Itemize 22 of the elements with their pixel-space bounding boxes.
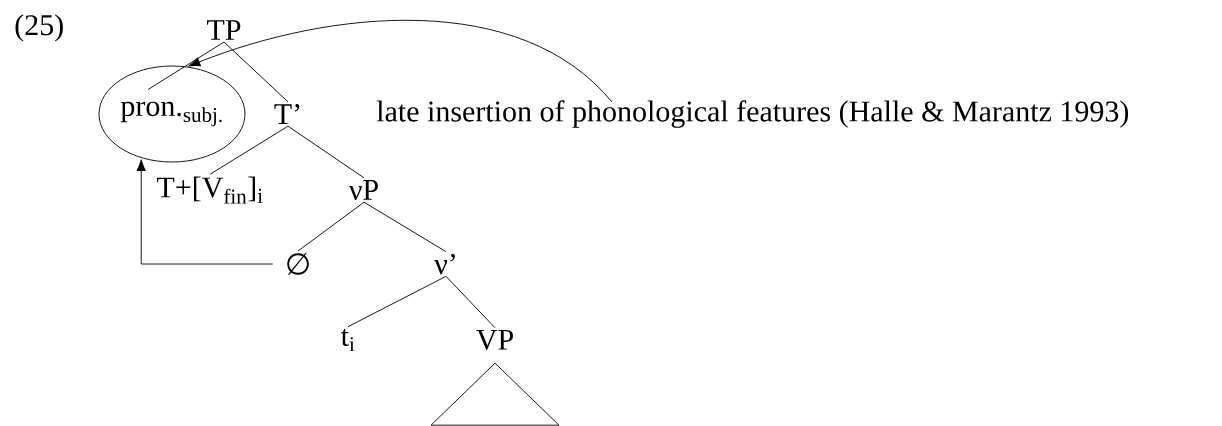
tree-branch — [297, 201, 365, 252]
tree-label: ν’ — [434, 253, 455, 275]
tree-label: t$_{i}$ — [340, 328, 355, 352]
annotation-text: late insertion of phonological features (Halle & Marantz 1993) — [376, 100, 1129, 128]
tree-branch — [287, 125, 365, 179]
movement-arrow — [136, 159, 274, 265]
tree-branch — [347, 275, 447, 328]
triangle — [430, 362, 560, 426]
tree-label: T+[V$_{fin}$]$_{i}$ — [157, 176, 263, 204]
tree-label: VP — [476, 329, 513, 351]
tree-branch — [209, 125, 289, 175]
tree-label: TP — [207, 20, 241, 40]
tree-label: T’ — [274, 104, 300, 124]
tree-branch — [445, 275, 496, 329]
circled-label: pron.$_{subj.}$ — [98, 65, 246, 163]
curved-arrow — [188, 20, 613, 103]
tree-branch — [223, 41, 289, 103]
tree-branch — [363, 201, 447, 253]
example-number: (25) — [15, 14, 63, 42]
tree-label: ∅ — [287, 253, 309, 275]
tree-branch — [147, 41, 225, 90]
tree-label: νP — [348, 180, 378, 200]
